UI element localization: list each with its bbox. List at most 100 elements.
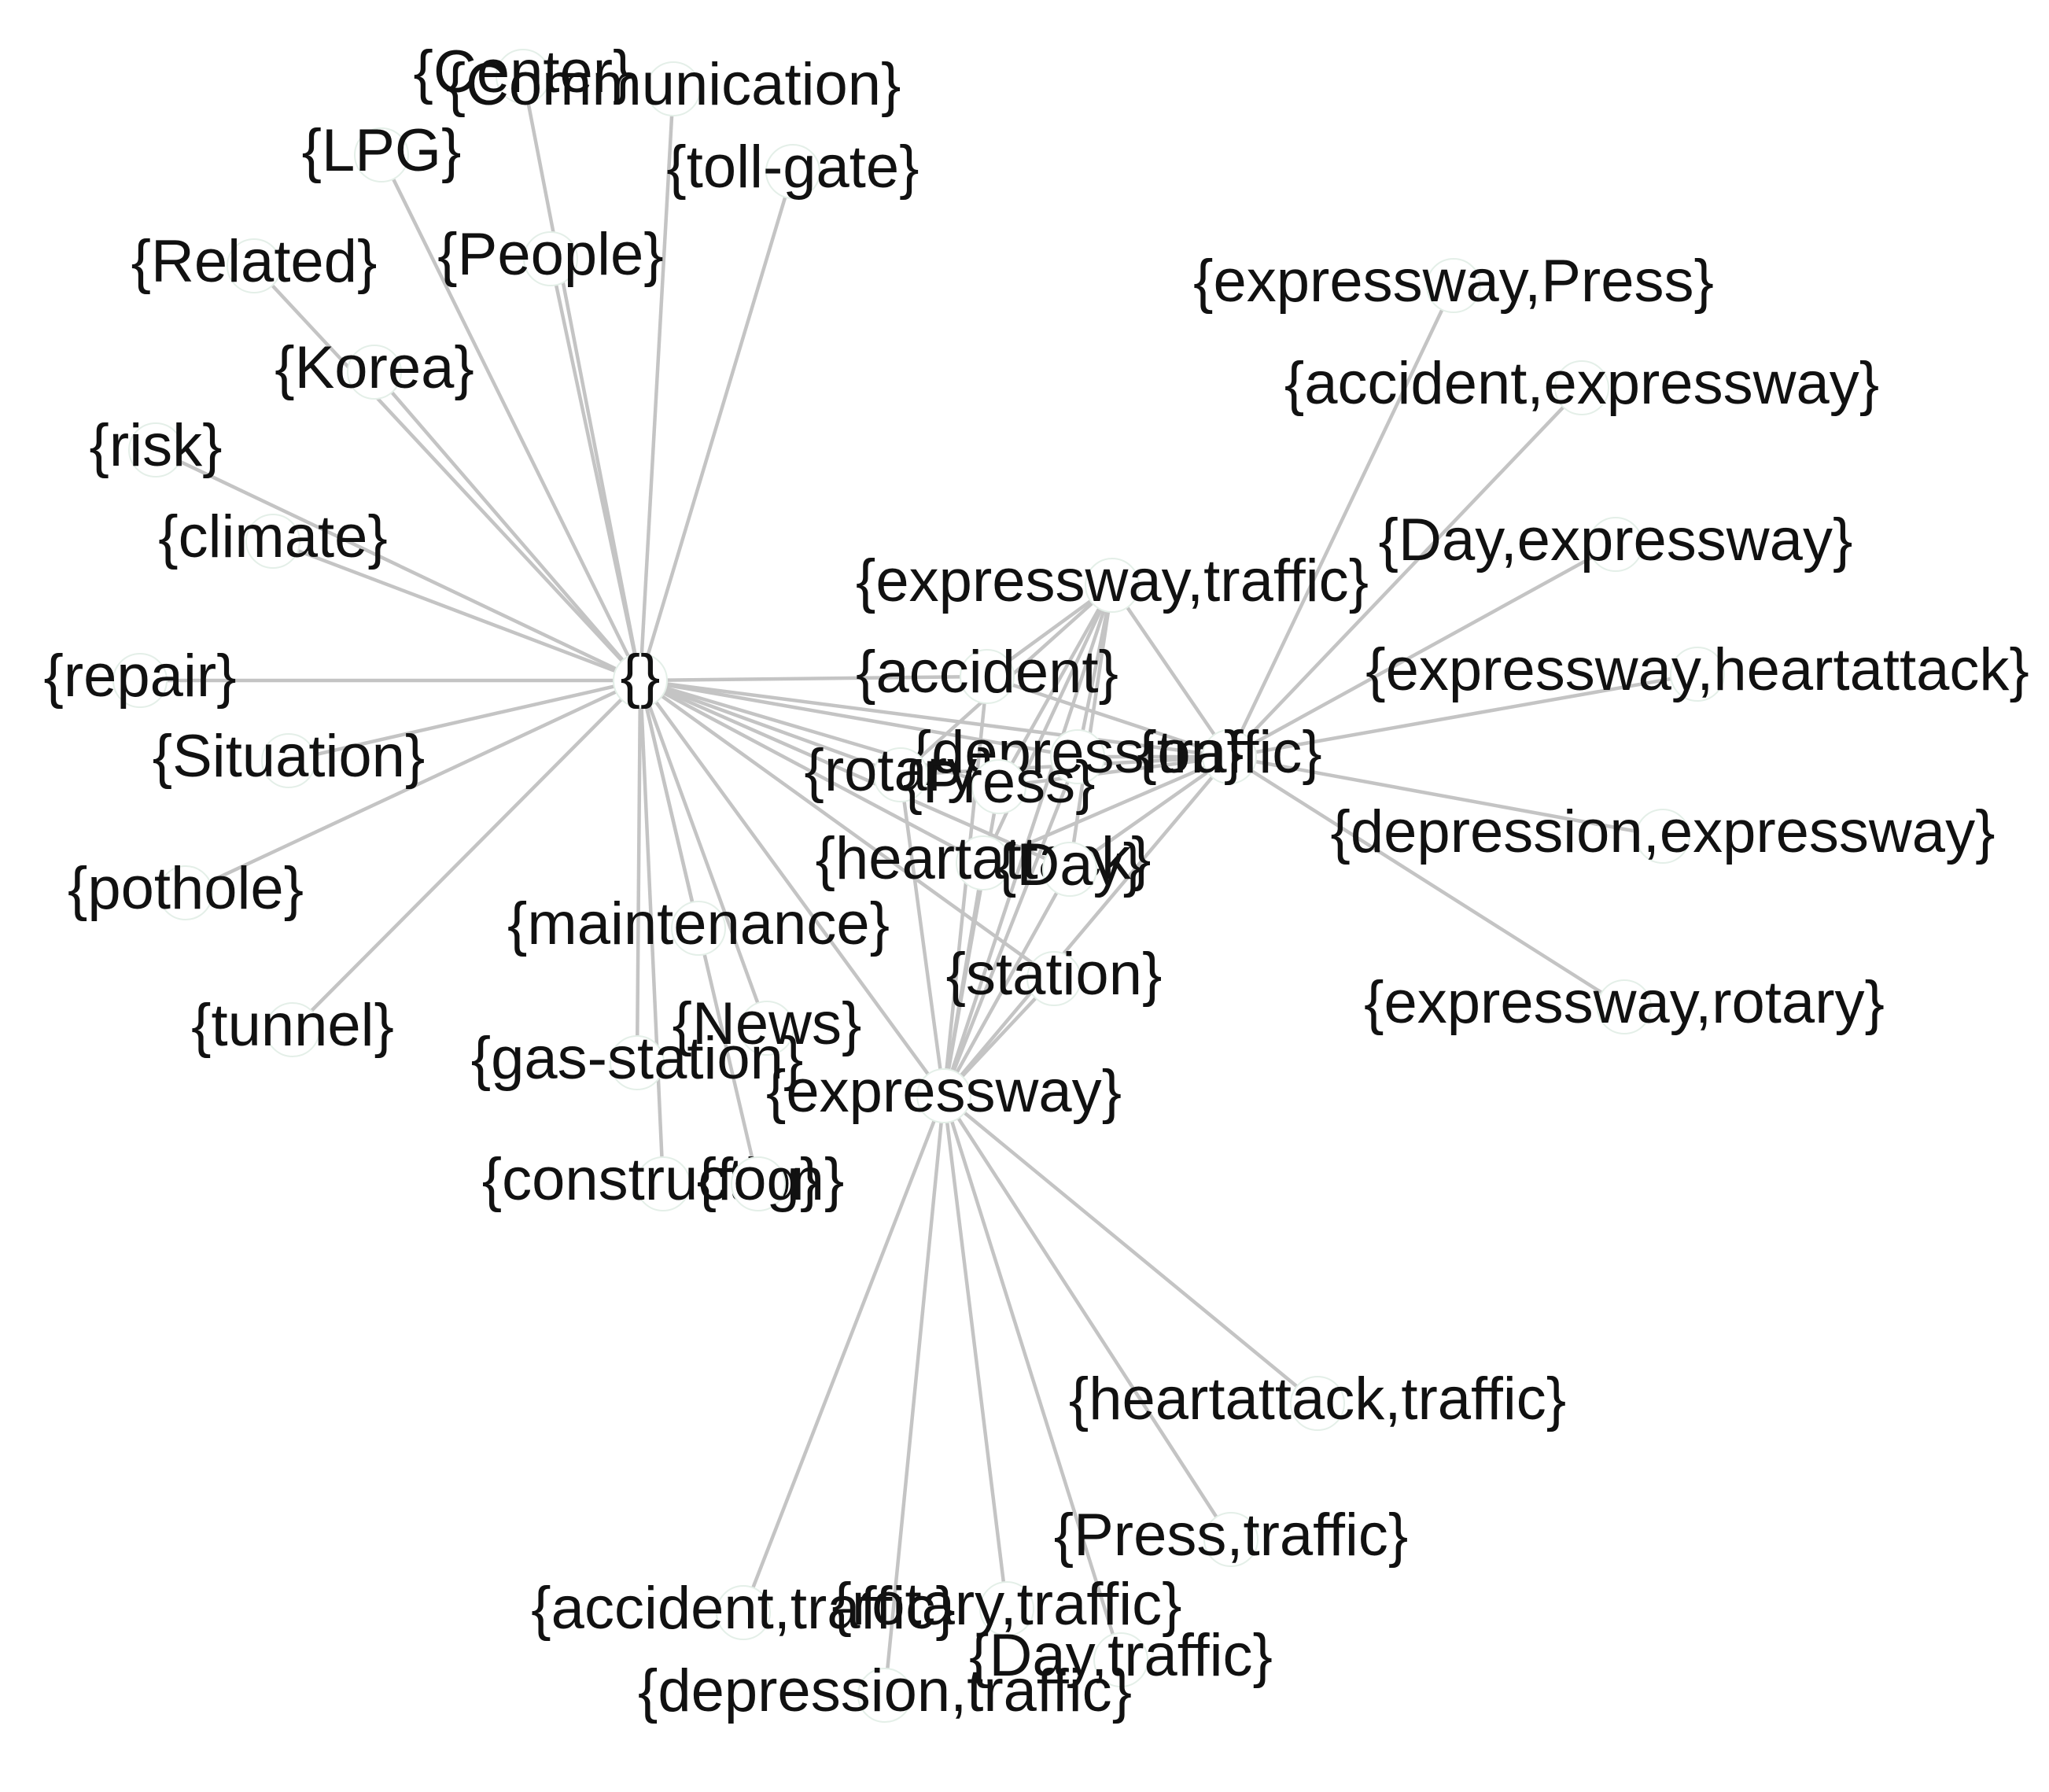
node-rotary_traffic[interactable]: {rotary,traffic} xyxy=(832,1571,1182,1638)
edge-expressway-press_traffic xyxy=(942,1094,1233,1541)
edge-empty-situation xyxy=(288,678,641,763)
node-expressway_heartattack[interactable]: {expressway,heartattack} xyxy=(1365,636,2029,703)
node-communication[interactable]: {Communication} xyxy=(446,51,901,118)
node-marker xyxy=(261,733,316,788)
edge-expressway-expressway_traffic xyxy=(942,584,1115,1097)
edge-empty-press xyxy=(639,678,1000,789)
node-pothole[interactable]: {pothole} xyxy=(68,855,304,922)
edge-empty-heartattack xyxy=(639,679,985,865)
edge-expressway-day_traffic xyxy=(942,1095,1123,1661)
edge-expressway-heartattack_traffic xyxy=(942,1094,1319,1405)
node-marker xyxy=(265,1002,320,1057)
node-marker xyxy=(671,901,726,956)
node-accident_expressway[interactable]: {accident,expressway} xyxy=(1284,350,1879,417)
node-gasstation[interactable]: {gas-station} xyxy=(471,1025,804,1092)
edge-expressway-rotary_traffic xyxy=(942,1095,1009,1609)
edge-empty-risk xyxy=(155,448,641,683)
node-label: {maintenance} xyxy=(507,890,890,957)
edge-expressway-traffic xyxy=(942,755,1231,1097)
node-label: {fog} xyxy=(697,1146,820,1213)
edge-expressway-day xyxy=(942,868,1071,1097)
node-repair[interactable]: {repair} xyxy=(43,643,236,710)
node-day[interactable]: {Day} xyxy=(997,831,1143,898)
node-expressway_traffic[interactable]: {expressway,traffic} xyxy=(856,548,1369,614)
node-label: {expressway,heartattack} xyxy=(1365,636,2029,703)
node-label: {accident} xyxy=(856,639,1118,706)
node-label: {gas-station} xyxy=(471,1025,804,1092)
node-empty[interactable]: {} xyxy=(613,643,668,710)
edge-traffic-expressway_press xyxy=(1227,285,1456,758)
node-tunnel[interactable]: {tunnel} xyxy=(191,992,394,1059)
node-label: {Day} xyxy=(997,831,1143,898)
node-press_traffic[interactable]: {Press,traffic} xyxy=(1054,1502,1409,1569)
edge-traffic-press xyxy=(998,754,1230,789)
node-accident_traffic[interactable]: {accident,traffic} xyxy=(531,1575,955,1642)
node-people[interactable]: {People} xyxy=(437,221,663,288)
node-marker xyxy=(158,865,213,920)
node-label: {depression,expressway} xyxy=(1331,798,1996,865)
edge-empty-accident xyxy=(639,674,988,683)
node-marker xyxy=(1026,951,1082,1006)
edge-empty-lpg xyxy=(379,154,643,681)
edge-empty-rotary xyxy=(639,678,901,777)
node-label: {rotary} xyxy=(804,737,997,804)
node-news[interactable]: {News} xyxy=(673,990,862,1057)
node-fog[interactable]: {fog} xyxy=(697,1146,820,1213)
node-expressway_rotary[interactable]: {expressway,rotary} xyxy=(1364,969,1885,1036)
node-climate[interactable]: {climate} xyxy=(158,503,388,570)
node-marker xyxy=(613,653,668,708)
node-day_traffic[interactable]: {Day,traffic} xyxy=(969,1622,1273,1689)
node-lpg[interactable]: {LPG} xyxy=(302,117,462,184)
node-label: {People} xyxy=(437,221,663,288)
node-label: {depression,traffic} xyxy=(638,1657,1132,1724)
edge-expressway-heartattack xyxy=(942,862,986,1097)
node-label: {expressway,traffic} xyxy=(856,548,1369,614)
node-korea[interactable]: {Korea} xyxy=(275,334,474,401)
node-accident[interactable]: {accident} xyxy=(856,639,1118,706)
node-press[interactable]: {Press} xyxy=(902,749,1095,816)
edge-empty-people xyxy=(548,258,643,681)
node-marker xyxy=(956,835,1011,890)
edge-expressway-depression xyxy=(942,756,1080,1097)
edge-traffic-expressway_heartattack xyxy=(1229,672,1698,759)
node-marker xyxy=(1203,1512,1259,1567)
node-marker xyxy=(112,653,168,708)
node-marker xyxy=(916,1068,971,1123)
node-center[interactable]: {Center} xyxy=(414,39,633,105)
node-day_expressway[interactable]: {Day,expressway} xyxy=(1379,507,1853,573)
node-heartattack_traffic[interactable]: {heartattack,traffic} xyxy=(1069,1366,1566,1432)
edge-traffic-day_expressway xyxy=(1228,543,1617,758)
node-related[interactable]: {Related} xyxy=(131,228,378,295)
node-label: {traffic} xyxy=(1137,719,1321,786)
edge-traffic-depression_expressway xyxy=(1229,754,1664,839)
node-label: {toll-gate} xyxy=(666,134,919,201)
node-marker xyxy=(1670,647,1725,702)
node-label: {risk} xyxy=(90,412,223,479)
node-marker xyxy=(857,1668,912,1723)
node-label: {} xyxy=(621,643,661,710)
node-depression_expressway[interactable]: {depression,expressway} xyxy=(1331,798,1996,865)
node-label: {tunnel} xyxy=(191,992,394,1059)
edge-expressway-depression_traffic xyxy=(883,1095,946,1696)
edge-traffic-expressway_traffic xyxy=(1111,584,1231,758)
node-risk[interactable]: {risk} xyxy=(90,412,223,479)
node-marker xyxy=(636,1156,691,1211)
node-marker xyxy=(646,61,701,116)
node-tollgate[interactable]: {toll-gate} xyxy=(666,134,919,201)
node-traffic[interactable]: {traffic} xyxy=(1137,719,1321,786)
node-station[interactable]: {station} xyxy=(946,941,1163,1008)
edge-traffic-accident xyxy=(986,674,1230,759)
node-expressway_press[interactable]: {expressway,Press} xyxy=(1193,248,1714,315)
node-rotary[interactable]: {rotary} xyxy=(804,737,997,804)
node-label: {pothole} xyxy=(68,855,304,922)
edge-empty-news xyxy=(638,680,769,1029)
node-expressway[interactable]: {expressway} xyxy=(766,1058,1122,1125)
node-depression_traffic[interactable]: {depression,traffic} xyxy=(638,1657,1132,1724)
node-depression[interactable]: {depression} xyxy=(912,719,1244,786)
node-label: {Day,traffic} xyxy=(969,1622,1273,1689)
node-label: {repair} xyxy=(43,643,236,710)
node-label: {Press} xyxy=(902,749,1095,816)
node-situation[interactable]: {Situation} xyxy=(153,723,426,790)
node-maintenance[interactable]: {maintenance} xyxy=(507,890,890,957)
